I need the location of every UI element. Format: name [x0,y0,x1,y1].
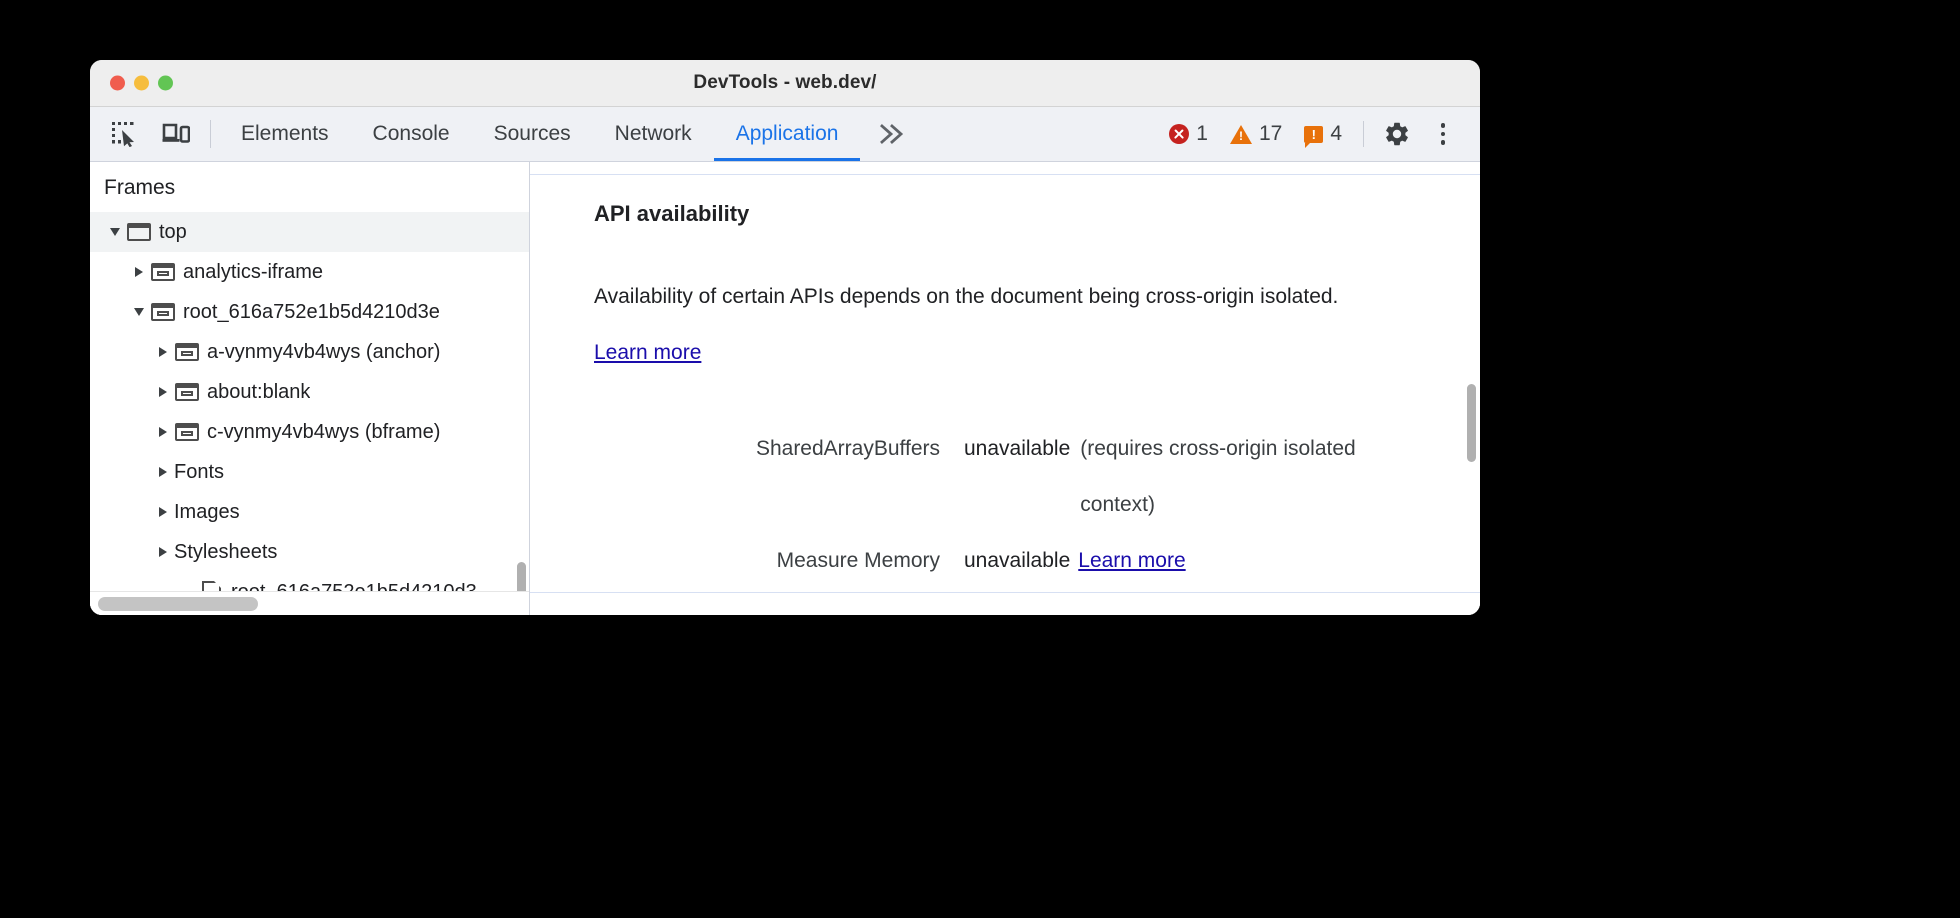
tree-item-top[interactable]: top [90,212,529,252]
issues-counter[interactable]: 4 [1293,122,1353,148]
error-count: 1 [1196,122,1208,145]
sidebar-header: Frames [104,176,176,199]
gear-icon[interactable] [1374,111,1420,157]
tab-elements[interactable]: Elements [219,107,351,161]
tree-item-anchor-frame[interactable]: a-vynmy4vb4wys (anchor) [90,332,529,372]
sidebar-vertical-scrollbar[interactable] [517,562,526,615]
row-key: SharedArrayBuffers [755,437,940,460]
chevron-right-icon[interactable] [152,547,174,557]
toolbar-status-group: 1 17 4 [1158,107,1480,161]
tree-item-label: about:blank [207,380,311,403]
chevron-right-icon[interactable] [152,427,174,437]
tab-label: Network [614,122,692,145]
tree-item-label: root_616a752e1b5d4210d3e [183,300,440,323]
warning-count: 17 [1258,122,1283,145]
tree-item-label: a-vynmy4vb4wys (anchor) [207,340,441,363]
chevron-down-icon[interactable] [104,228,126,236]
tab-network[interactable]: Network [593,107,714,161]
chevron-right-icon[interactable] [152,507,174,517]
tree-item-root-frame[interactable]: root_616a752e1b5d4210d3e [90,292,529,332]
row-note: (requires cross-origin isolated context) [1080,437,1356,516]
issue-icon [1304,125,1324,148]
devtools-toolbar: Elements Console Sources Network Applica… [90,107,1480,162]
error-icon [1169,124,1190,144]
frame-icon [150,303,176,321]
tree-item-about-blank[interactable]: about:blank [90,372,529,412]
tab-sources[interactable]: Sources [472,107,593,161]
window-icon [126,223,152,241]
main-vertical-scrollbar[interactable] [1467,384,1476,462]
section-divider [530,592,1480,593]
devtools-body: Frames top analytics-iframe root_616a752… [90,162,1480,615]
tree-item-label: analytics-iframe [183,260,324,283]
tab-label: Sources [493,122,571,145]
tree-item-label: top [159,220,187,243]
tree-item-analytics-iframe[interactable]: analytics-iframe [90,252,529,292]
tree-item-label: Stylesheets [174,540,278,563]
row-key: Measure Memory [776,549,940,572]
learn-more-link[interactable]: Learn more [594,341,702,364]
window-titlebar: DevTools - web.dev/ [90,60,1480,107]
frame-icon [174,423,200,441]
tree-item-fonts[interactable]: Fonts [90,452,529,492]
issue-count: 4 [1330,122,1342,145]
frame-icon [150,263,176,281]
chevron-right-icon[interactable] [152,347,174,357]
tab-label: Elements [241,122,329,145]
table-row: Measure Memory unavailable Learn more [594,533,1430,589]
tree-item-bframe[interactable]: c-vynmy4vb4wys (bframe) [90,412,529,452]
kebab-menu-icon[interactable] [1420,111,1466,157]
frame-icon [174,343,200,361]
close-window-button[interactable] [110,75,125,91]
row-value: unavailable [964,549,1071,572]
row-value: unavailable [964,437,1071,460]
inspect-element-icon[interactable] [98,107,150,161]
toolbar-divider [210,120,211,148]
section-divider [530,174,1480,175]
api-availability-section: API availability Availability of certain… [530,175,1480,589]
measure-memory-learn-more-link[interactable]: Learn more [1078,549,1186,572]
tab-label: Application [735,122,839,145]
section-description: Availability of certain APIs depends on … [594,269,1384,381]
chevron-right-icon[interactable] [128,267,150,277]
traffic-light-group [110,75,173,91]
api-availability-table: SharedArrayBuffers unavailable (requires… [594,421,1430,589]
frame-icon [174,383,200,401]
chevron-right-icon[interactable] [152,467,174,477]
tab-application[interactable]: Application [713,107,861,161]
tab-label: Console [372,122,450,145]
chevron-right-icon[interactable] [152,387,174,397]
error-counter[interactable]: 1 [1158,122,1219,146]
more-tabs-icon[interactable] [860,107,926,161]
tree-item-images[interactable]: Images [90,492,529,532]
tab-console[interactable]: Console [351,107,472,161]
section-heading: API availability [594,201,750,226]
window-title: DevTools - web.dev/ [693,72,877,93]
devtools-window: DevTools - web.dev/ [90,60,1480,615]
device-toolbar-icon[interactable] [150,107,202,161]
toolbar-divider [1363,121,1364,147]
chevron-down-icon[interactable] [128,308,150,316]
sidebar-horizontal-scrollbar-track [90,591,529,615]
application-main-panel: API availability Availability of certain… [530,162,1480,615]
description-text: Availability of certain APIs depends on … [594,285,1339,308]
maximize-window-button[interactable] [158,75,173,91]
warning-counter[interactable]: 17 [1219,122,1293,146]
tree-item-label: c-vynmy4vb4wys (bframe) [207,420,441,443]
minimize-window-button[interactable] [134,75,149,91]
frames-sidebar: Frames top analytics-iframe root_616a752… [90,162,530,615]
tree-item-label: Images [174,500,240,523]
table-row: SharedArrayBuffers unavailable (requires… [594,421,1430,533]
sidebar-horizontal-scrollbar[interactable] [98,597,258,611]
tree-item-label: Fonts [174,460,225,483]
tree-item-stylesheets[interactable]: Stylesheets [90,532,529,572]
warning-icon [1229,124,1252,144]
